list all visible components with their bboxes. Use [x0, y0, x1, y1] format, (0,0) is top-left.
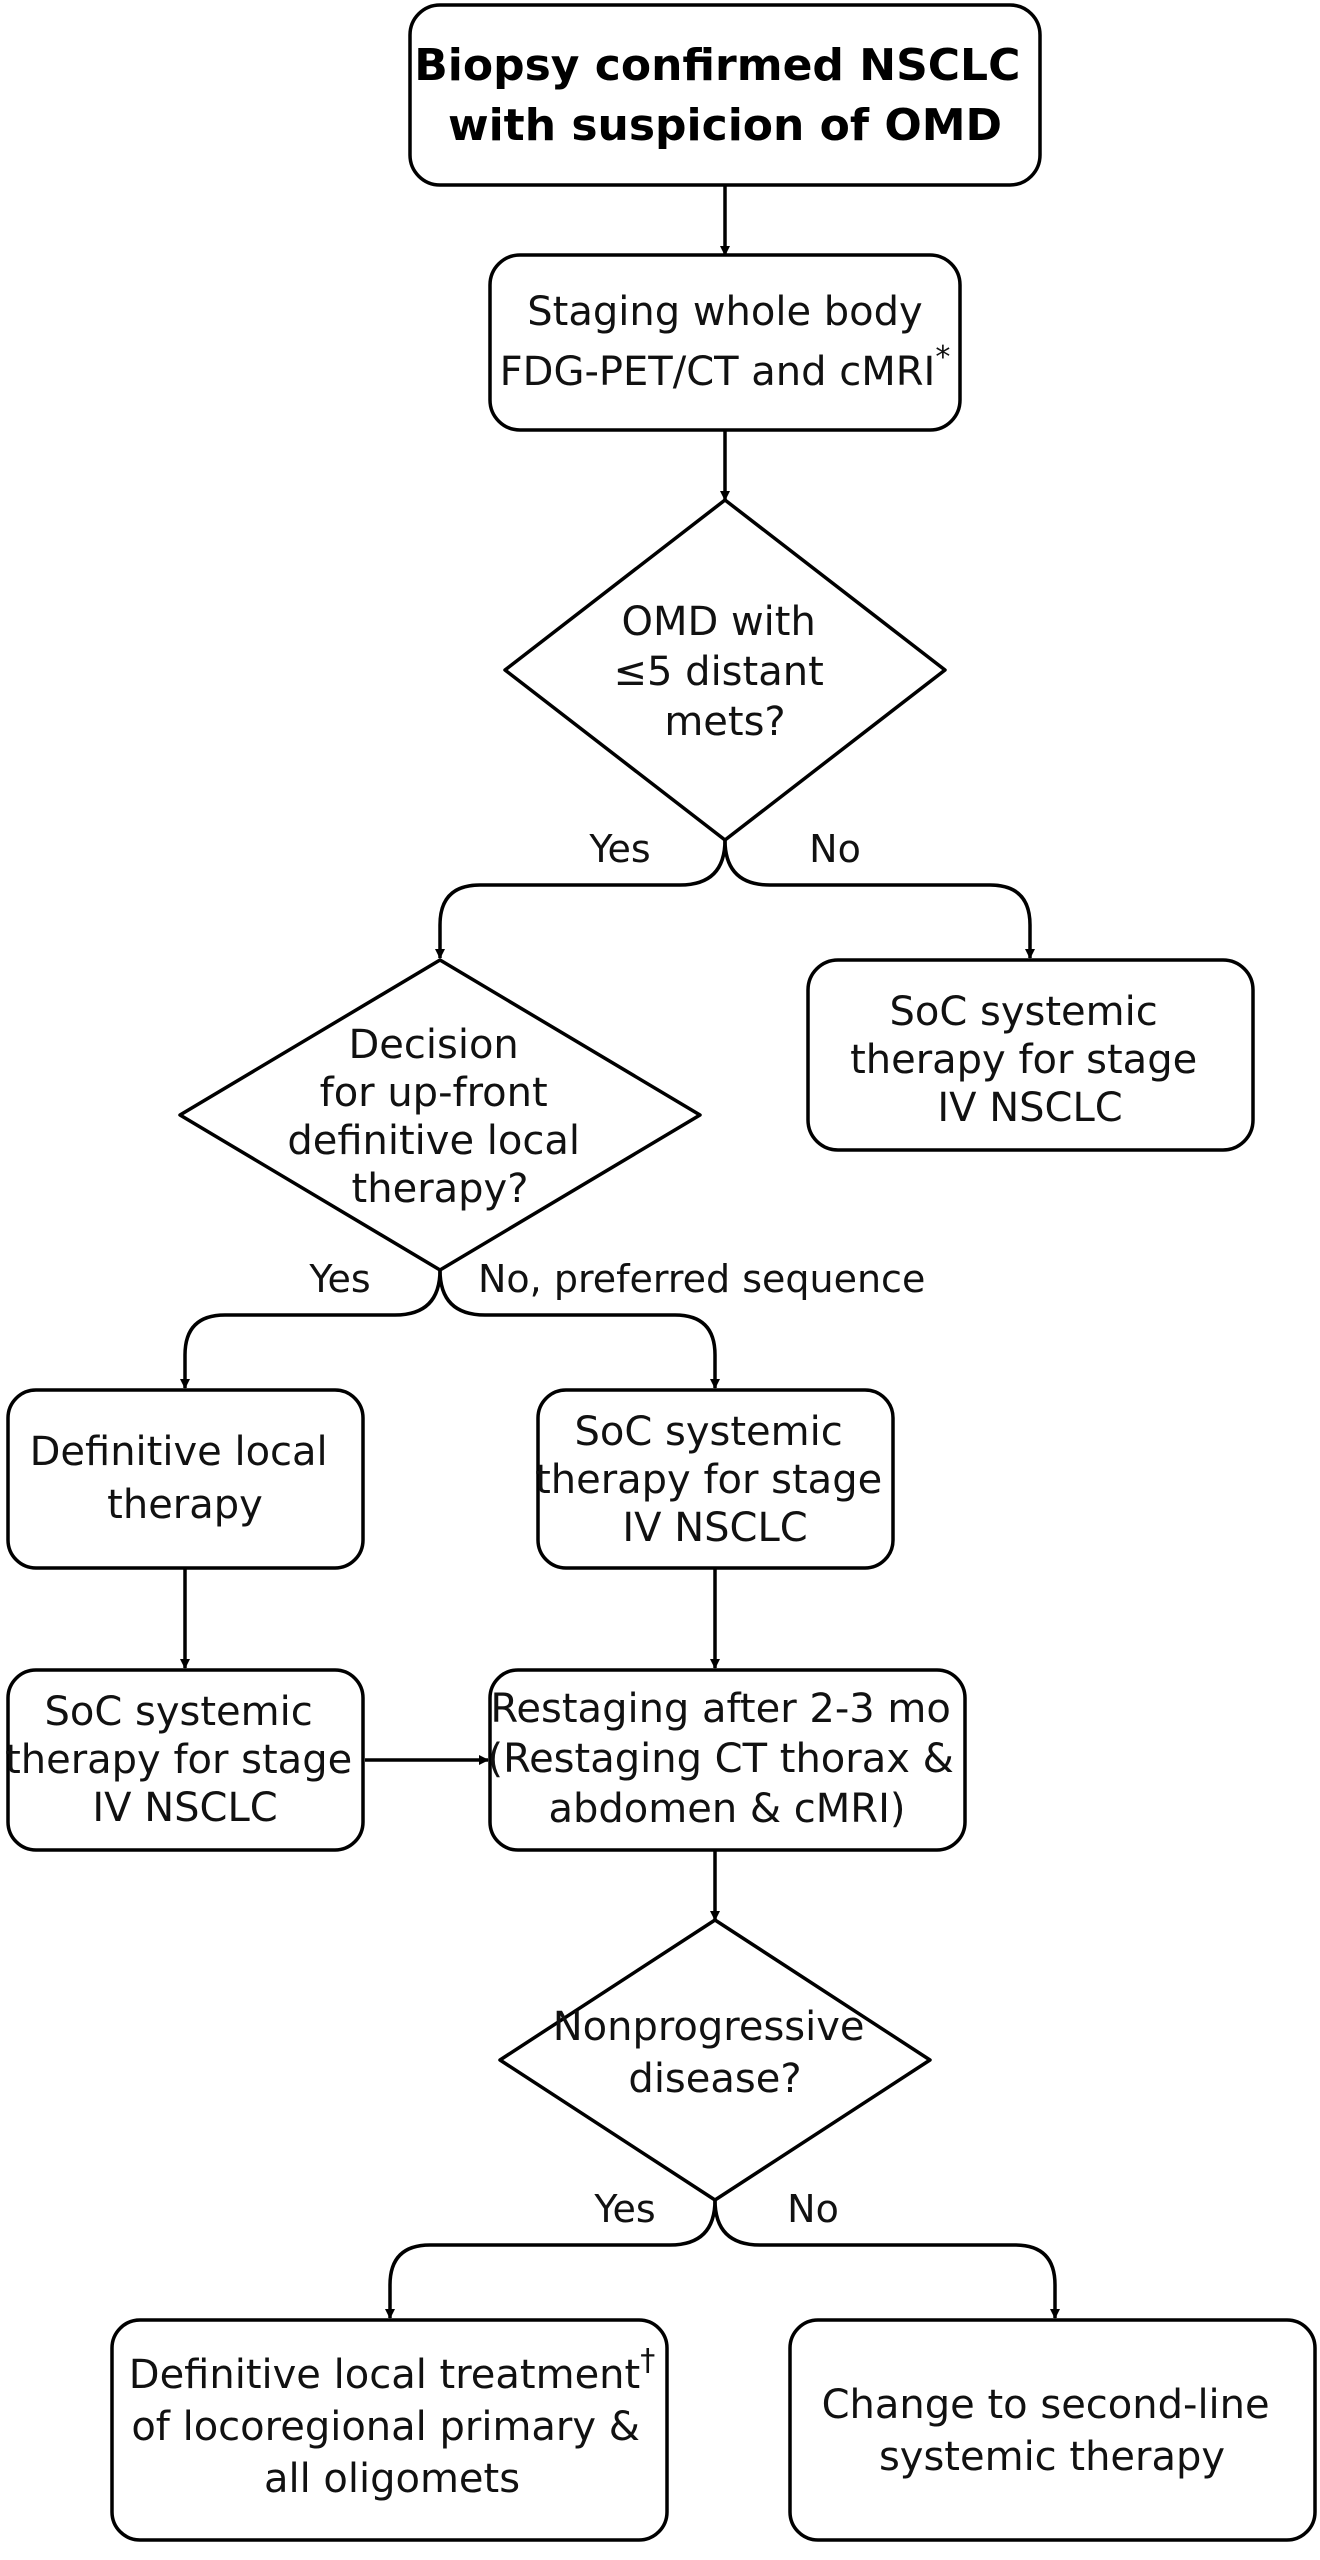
svg-text:SoC systemic therapy for: SoC systemic therapy for stage IV NSCLC — [5, 1689, 365, 1831]
label-nonprog-no: No — [787, 2187, 839, 2231]
svg-text:OMD with ≤5 distant: OMD with ≤5 distant mets? — [614, 599, 837, 745]
omd-line-1: OMD with — [621, 599, 815, 645]
upfront-line-4: therapy? — [352, 1166, 529, 1212]
label-upfront-no: No, preferred sequence — [478, 1257, 925, 1301]
soc-b-line-1: SoC systemic — [575, 1409, 843, 1455]
svg-text:Definitive local treatment†: Definitive local treatment† — [129, 2343, 655, 2398]
edges — [180, 185, 1060, 2319]
soc-c-line-3: IV NSCLC — [92, 1785, 277, 1831]
node-omd-decision: OMD with ≤5 distant mets? — [503, 498, 947, 842]
omd-line-2: ≤5 distant — [614, 649, 824, 695]
node-definitive-local-therapy: Definitive local therapy — [6, 1388, 365, 1570]
upfront-line-1: Decision — [348, 1022, 518, 1068]
node-restaging: Restaging after 2-3 mo (Restaging CT tho… — [487, 1668, 967, 1852]
def-treat-line-2: of locoregional primary & — [131, 2404, 640, 2450]
second-line-line-2: systemic therapy — [879, 2434, 1225, 2480]
soc-c-line-1: SoC systemic — [45, 1689, 313, 1735]
svg-text:FDG-PET/CT and cMRI*: FDG-PET/CT and cMRI* — [500, 340, 951, 395]
nonprog-line-1: Nonprogressive — [553, 2004, 865, 2050]
soc-b-line-2: therapy for stage — [535, 1457, 882, 1503]
upfront-line-3: definitive local — [287, 1118, 580, 1164]
omd-line-3: mets? — [664, 699, 785, 745]
edge-omd-no — [723, 839, 1035, 959]
def-treat-dagger-mark: † — [640, 2343, 655, 2378]
soc-c-line-2: therapy for stage — [5, 1737, 352, 1783]
node-nonprogressive-decision: Nonprogressive disease? — [498, 1918, 932, 2202]
staging-line-1: Staging whole body — [527, 289, 922, 335]
svg-text:Biopsy confirmed NSCLC w: Biopsy confirmed NSCLC with suspicion of… — [414, 40, 1035, 151]
soc-a-line-1: SoC systemic — [890, 989, 1158, 1035]
edge-upfront-no — [438, 1269, 720, 1389]
node-staging: Staging whole body FDG-PET/CT and cMRI* — [488, 253, 962, 432]
svg-text:of locoregional primary &: of locoregional primary & all oligomets — [131, 2404, 652, 2502]
node-start: Biopsy confirmed NSCLC with suspicion of… — [408, 3, 1042, 187]
node-soc-stage-iv-c: SoC systemic therapy for stage IV NSCLC — [5, 1668, 365, 1852]
soc-a-line-3: IV NSCLC — [937, 1085, 1122, 1131]
svg-text:Definitive local therapy: Definitive local therapy — [30, 1429, 341, 1528]
svg-text:SoC systemic therapy for: SoC systemic therapy for stage IV NSCLC — [850, 989, 1210, 1131]
restaging-line-1: Restaging after 2-3 mo — [490, 1686, 950, 1732]
node-second-line: Change to second-line systemic therapy — [788, 2318, 1317, 2542]
edge-upfront-yes — [180, 1269, 442, 1389]
svg-text:Decision for up-front: Decision for up-front definitive local t… — [287, 1022, 592, 1212]
soc-a-line-2: therapy for stage — [850, 1037, 1197, 1083]
nonprog-line-2: disease? — [628, 2056, 801, 2102]
edge-labels: Yes No Yes No, preferred sequence Yes No — [308, 827, 925, 2231]
label-nonprog-yes: Yes — [593, 2187, 655, 2231]
node-upfront-decision: Decision for up-front definitive local t… — [178, 958, 702, 1272]
def-local-line-1: Definitive local — [30, 1429, 328, 1475]
staging-line-2: FDG-PET/CT and cMRI — [500, 349, 936, 395]
soc-b-line-3: IV NSCLC — [622, 1505, 807, 1551]
edge-nonprog-yes — [385, 2199, 717, 2319]
def-treat-line-1: Definitive local treatment — [129, 2352, 640, 2398]
svg-text:Restaging after 2-3 mo (: Restaging after 2-3 mo (Restaging CT tho… — [487, 1686, 966, 1832]
svg-text:Nonprogressive disease?: Nonprogressive disease? — [553, 2004, 878, 2102]
node-definitive-local-treatment: Definitive local treatment† of locoregio… — [110, 2318, 669, 2542]
svg-text:Staging whole body: Staging whole body — [527, 289, 922, 335]
def-local-line-2: therapy — [107, 1482, 263, 1528]
node-soc-stage-iv-a: SoC systemic therapy for stage IV NSCLC — [806, 958, 1255, 1152]
def-treat-line-3: all oligomets — [264, 2456, 520, 2502]
svg-text:Change to second-line sy: Change to second-line systemic therapy — [822, 2382, 1283, 2480]
restaging-line-3: abdomen & cMRI) — [548, 1786, 905, 1832]
edge-omd-yes — [435, 839, 727, 959]
staging-asterisk-mark: * — [935, 340, 950, 375]
label-upfront-yes: Yes — [308, 1257, 370, 1301]
svg-text:SoC systemic therapy for: SoC systemic therapy for stage IV NSCLC — [535, 1409, 895, 1551]
node-soc-stage-iv-b: SoC systemic therapy for stage IV NSCLC — [535, 1388, 895, 1570]
edge-nonprog-no — [713, 2199, 1060, 2319]
start-line-2: with suspicion of OMD — [448, 100, 1002, 151]
restaging-line-2: (Restaging CT thorax & — [487, 1736, 953, 1782]
label-omd-yes: Yes — [588, 827, 650, 871]
upfront-line-2: for up-front — [320, 1070, 548, 1116]
label-omd-no: No — [809, 827, 861, 871]
start-line-1: Biopsy confirmed NSCLC — [414, 40, 1020, 91]
second-line-line-1: Change to second-line — [822, 2382, 1270, 2428]
